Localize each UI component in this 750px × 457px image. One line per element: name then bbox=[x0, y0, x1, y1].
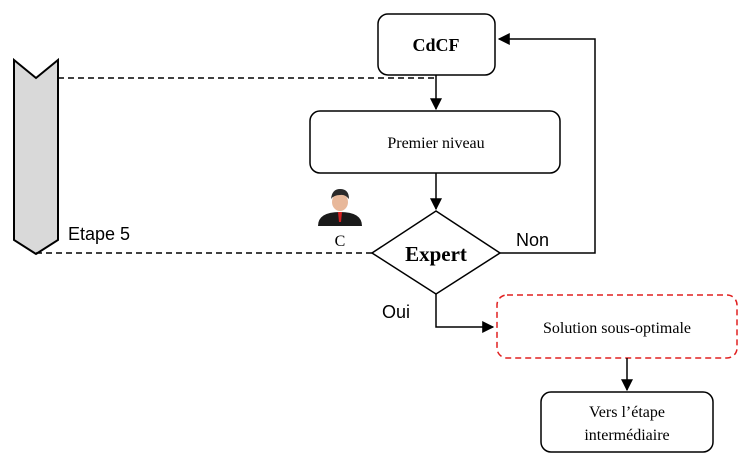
expert-label: Expert bbox=[405, 242, 467, 266]
premier-niveau-box bbox=[309, 110, 561, 174]
solution-box bbox=[496, 294, 738, 359]
vers-etape-line2: intermédiaire bbox=[584, 427, 669, 444]
etape-label: Etape 5 bbox=[68, 224, 130, 244]
phase-marker bbox=[13, 57, 59, 256]
solution-label: Solution sous-optimale bbox=[543, 320, 691, 337]
non-loop-arrow bbox=[497, 33, 596, 254]
vers-etape-line1: Vers l’étape bbox=[589, 404, 665, 421]
person-label: C bbox=[335, 233, 346, 250]
non-label: Non bbox=[516, 230, 549, 250]
premier-niveau-label: Premier niveau bbox=[387, 135, 484, 152]
person-icon bbox=[318, 189, 362, 226]
vers-etape-box bbox=[540, 391, 714, 453]
oui-label: Oui bbox=[382, 302, 410, 322]
oui-arrow bbox=[435, 294, 495, 333]
cdcf-label: CdCF bbox=[412, 35, 459, 55]
